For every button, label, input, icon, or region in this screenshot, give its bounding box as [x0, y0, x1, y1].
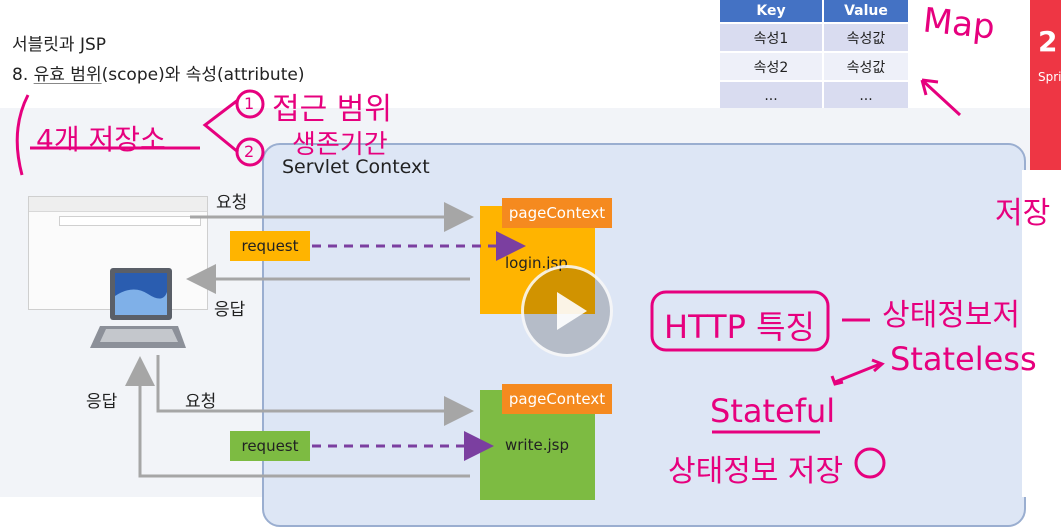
- servlet-context-label: Servlet Context: [282, 156, 430, 178]
- side-panel-number: 2: [1038, 25, 1058, 58]
- stateful-note: Stateful: [710, 392, 836, 430]
- four-stores-note: 4개 저장소: [36, 123, 166, 156]
- circle-mark-stroke: [854, 447, 886, 479]
- lifetime-note: 생존기간: [292, 130, 388, 160]
- http-box-stroke: [650, 290, 830, 352]
- item2-number: 2: [244, 142, 255, 161]
- map-key-header: Key: [720, 0, 824, 23]
- request-box: request: [230, 231, 310, 261]
- page-context-label: pageContext: [502, 198, 612, 228]
- request-box: request: [230, 431, 310, 461]
- side-panel-lower: [1022, 170, 1061, 497]
- play-icon: [557, 292, 587, 330]
- map-note: Map: [921, 0, 997, 48]
- map-key-cell: 속성2: [720, 51, 824, 81]
- bracket-stroke: [15, 94, 30, 176]
- servlet-context-box: [262, 143, 1026, 527]
- write-jsp-label: write.jsp: [505, 436, 569, 454]
- handwriting-strokes: [15, 78, 962, 479]
- map-value-cell: 속성값: [823, 22, 910, 52]
- title-underlined: 유효 범위: [33, 65, 102, 85]
- flow-arrows: [125, 202, 526, 478]
- map-table-row: 속성1 속성값: [720, 22, 910, 52]
- map-table-row: ... ...: [720, 80, 910, 109]
- browser-title-bar: [29, 197, 207, 212]
- stateless-note: Stateless: [890, 340, 1037, 378]
- map-table-header: Key Value: [720, 0, 910, 23]
- map-key-cell: 속성1: [720, 22, 824, 52]
- map-arrow-stroke: [920, 78, 962, 117]
- storage-partial-note: 저장: [995, 196, 1051, 231]
- lecture-section-title: 서블릿과 JSP: [12, 35, 107, 55]
- map-table: Key Value 속성1 속성값 속성2 속성값 ... ...: [720, 0, 910, 109]
- branch-stroke: [202, 98, 239, 154]
- double-arrow-stroke: [834, 362, 881, 384]
- response-label: 응답: [86, 392, 118, 412]
- stateful-ko-note: 상태정보 저장: [668, 454, 844, 489]
- map-value-cell: 속성값: [823, 51, 910, 81]
- page-context-label: pageContext: [502, 384, 612, 414]
- title-rest: (scope)와 속성(attribute): [101, 65, 305, 85]
- circle-one-stroke: [235, 89, 265, 119]
- video-play-button[interactable]: [521, 265, 613, 357]
- lecture-slide-title: 8. 유효 범위(scope)와 속성(attribute): [12, 60, 304, 85]
- laptop-icon: [90, 268, 186, 348]
- map-value-header: Value: [823, 0, 910, 23]
- side-panel-subtitle: Spri: [1038, 70, 1061, 84]
- scope-note: 접근 범위: [272, 92, 392, 127]
- response-label: 응답: [214, 300, 246, 320]
- bottom-response-arrow: [125, 356, 470, 478]
- browser-address-bar: [59, 216, 201, 226]
- map-value-cell: ...: [823, 80, 910, 109]
- map-key-cell: ...: [720, 80, 824, 109]
- request-label: 요청: [185, 392, 217, 412]
- stateless-ko-note: 상태정보저: [882, 298, 1020, 333]
- map-table-row: 속성2 속성값: [720, 51, 910, 81]
- item1-number: 1: [244, 94, 255, 113]
- title-prefix: 8.: [12, 65, 34, 85]
- request-label: 요청: [216, 193, 248, 213]
- http-trait-note: HTTP 특징: [664, 308, 815, 346]
- bottom-request-arrow: [156, 355, 474, 426]
- circle-two-stroke: [235, 137, 265, 167]
